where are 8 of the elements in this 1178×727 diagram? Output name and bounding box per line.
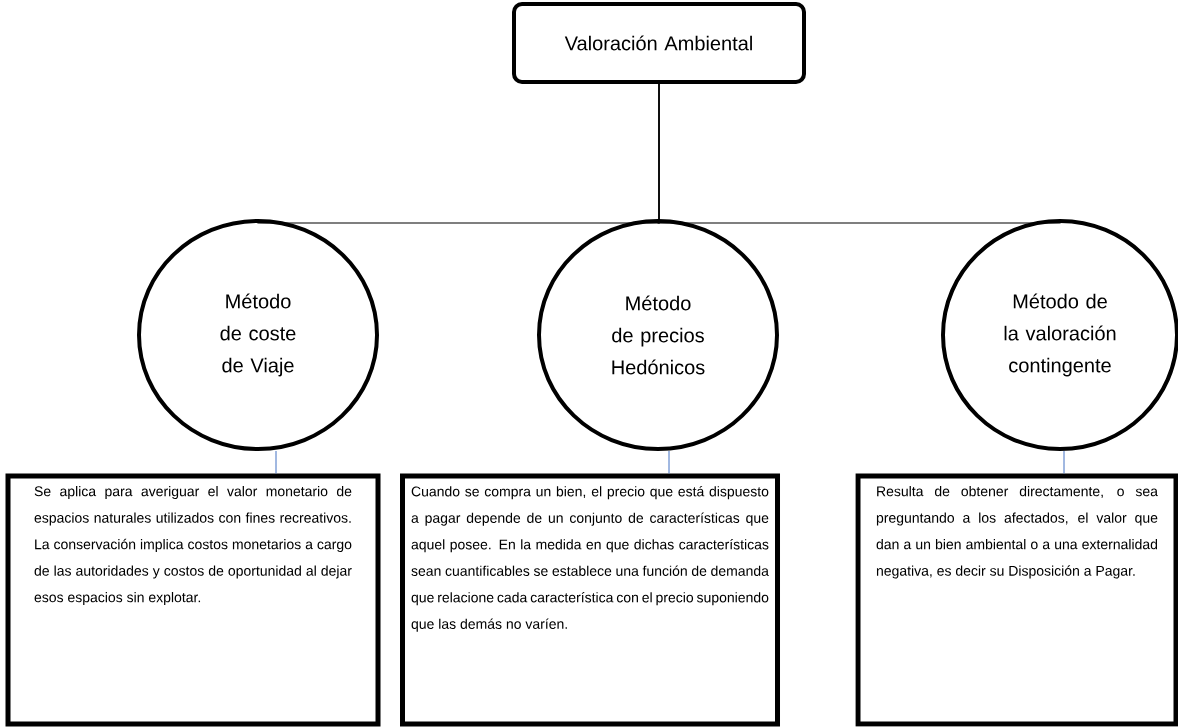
title-box: Valoración Ambiental (512, 2, 806, 84)
description-box: Se aplica para averiguar el valor monetario de espacios naturales utilizados con fines recreativos. La conservación implica costos monetarios a cargo de las autoridades y costos de oportunidad al dejar esos espacios sin explotar. (5, 473, 381, 727)
connector-line (1063, 450, 1065, 474)
description-box: Cuando se compra un bien, el precio que está dispuesto a pagar depende de un conjunto de características que aquel posee. En la medida en que dichas características sean cuantificables se establece una función de demanda que relacione cada característica con el precio suponiendo que las demás no varíen. (400, 473, 780, 727)
connector-line (668, 450, 670, 474)
connector-line (658, 83, 1061, 224)
connector-line (275, 450, 277, 474)
description-box: Resulta de obtener directamente, o sea preguntando a los afectados, el valor que dan a un bien ambiental o a una externalidad negativa, es decir su Disposición a Pagar. (855, 473, 1178, 727)
